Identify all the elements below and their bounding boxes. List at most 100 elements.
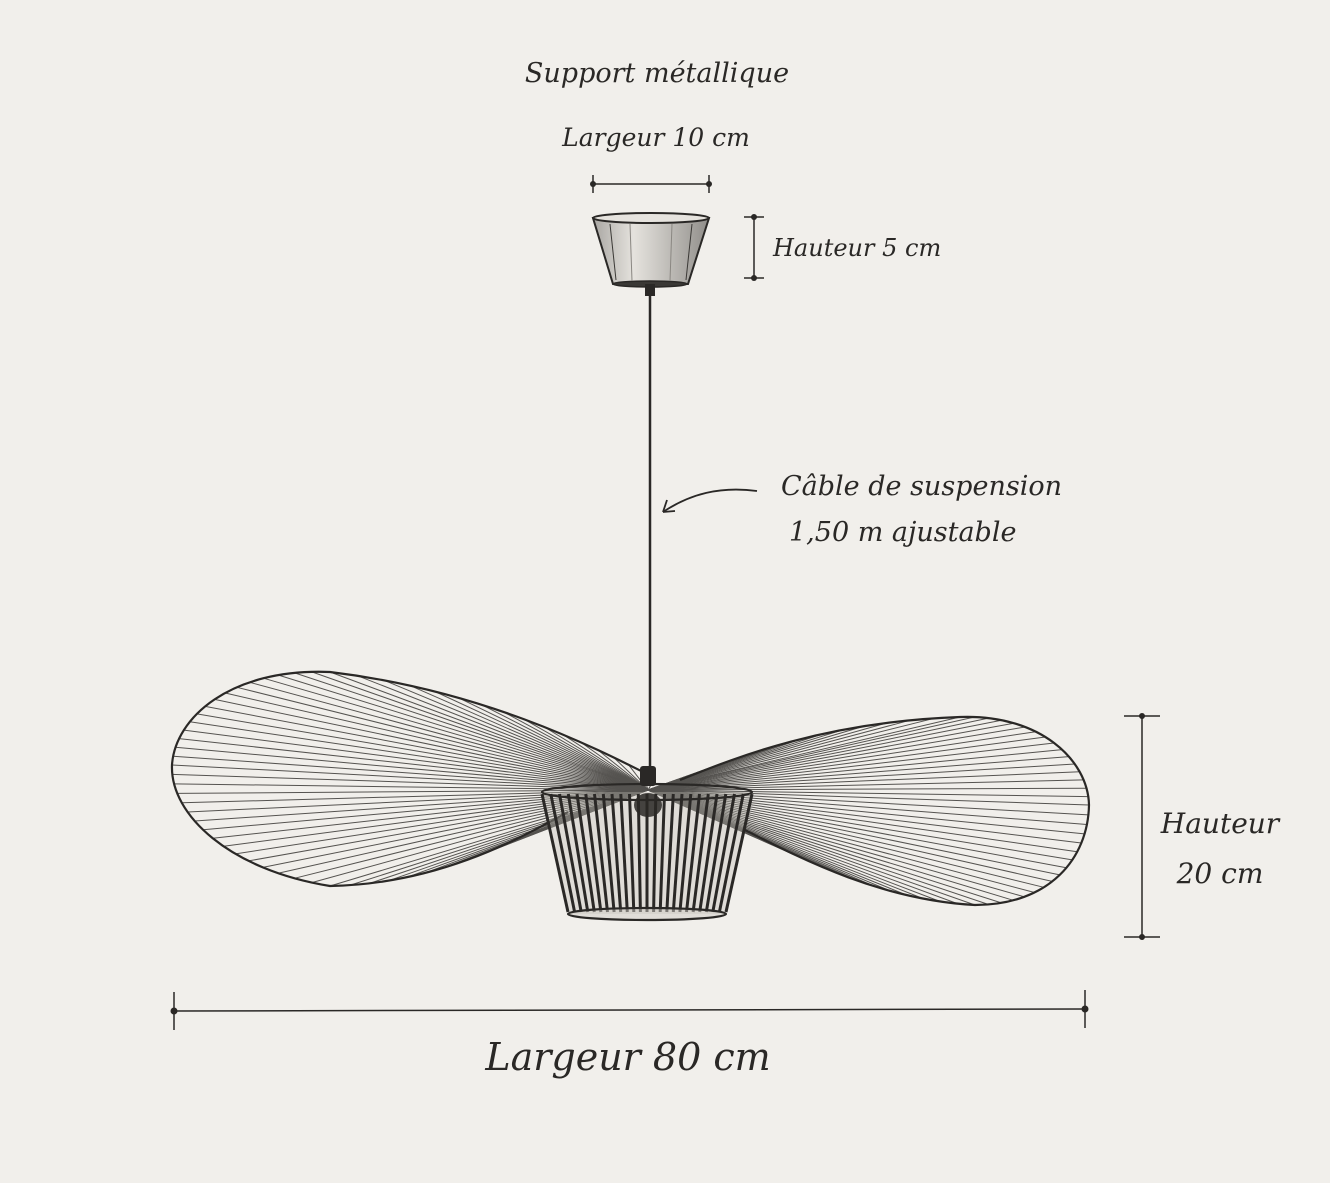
lamp-height-label-line1: Hauteur — [1160, 807, 1281, 840]
brim-wire — [647, 789, 976, 906]
brim-wire — [580, 741, 649, 791]
cable-label-line2: 1,50 m ajustable — [789, 517, 1016, 548]
brim-wire — [544, 726, 649, 791]
shade-slat — [691, 793, 710, 913]
ceiling-canopy — [591, 212, 711, 296]
support-height-label: Hauteur 5 cm — [772, 234, 941, 262]
brim-wire — [384, 679, 649, 791]
shade-slat — [619, 793, 629, 913]
brim-wire — [647, 722, 1014, 791]
brim-wire — [481, 704, 649, 791]
brim-wire — [177, 789, 649, 794]
shade-slat — [628, 793, 636, 913]
brim-outline-left — [170, 670, 656, 888]
brim-wire — [647, 789, 1089, 816]
brim-wire — [214, 698, 649, 791]
brim-wire — [503, 711, 649, 791]
brim-wire — [203, 789, 649, 831]
shade-slat — [665, 793, 675, 913]
brim-wire — [647, 789, 1035, 893]
shade-slat — [698, 793, 719, 913]
brim-wire — [294, 672, 649, 791]
brim-wire — [647, 789, 1087, 825]
lamp-width-label: Largeur 80 cm — [484, 1035, 770, 1079]
brim-wire — [225, 692, 649, 791]
brim-wire — [181, 789, 649, 804]
brim-wire — [647, 779, 1084, 791]
support-width-dimension — [590, 175, 712, 193]
brim-wire — [173, 755, 649, 791]
brim-wire — [647, 789, 1078, 853]
brim-wire — [236, 686, 649, 791]
support-name-label: Support métallique — [525, 58, 789, 89]
shade-slat — [549, 793, 577, 913]
brim-wire — [647, 722, 887, 791]
brim-wire — [183, 729, 649, 791]
brim-wire — [647, 731, 1036, 791]
brim-wire — [647, 789, 1089, 798]
brim-wire-rays — [171, 671, 1090, 906]
lamp-height-label-line2: 20 cm — [1176, 857, 1264, 890]
brim-wire — [647, 717, 989, 791]
brim-wire — [329, 671, 649, 791]
brim-wire — [278, 674, 649, 791]
brim-wire — [647, 716, 975, 791]
lamp-height-dimension — [1124, 713, 1160, 940]
brim-wire — [647, 789, 1025, 898]
center-shade — [540, 766, 754, 922]
brim-wire — [647, 749, 1063, 791]
brim-wire — [647, 789, 1014, 901]
shade-slat — [558, 793, 583, 913]
brim-wire — [647, 787, 1087, 791]
brim-wire — [248, 789, 649, 862]
brim-wire — [647, 789, 1067, 869]
support-height-dimension — [744, 214, 764, 281]
brim-wire — [647, 789, 1090, 806]
cable-callout-arrow — [662, 488, 758, 513]
brim-wire — [189, 721, 649, 791]
shade-slat — [671, 793, 684, 913]
shade-slat — [724, 793, 754, 913]
cable-label-line1: Câble de suspension — [781, 471, 1062, 502]
shade-slat — [658, 793, 666, 913]
brim-wire — [458, 697, 649, 791]
brim-wire — [175, 746, 649, 791]
brim-wire — [187, 789, 649, 813]
brim-wire — [196, 713, 649, 791]
brim-wire — [311, 789, 649, 884]
brim-wire — [524, 718, 649, 791]
brim-wire — [249, 681, 649, 791]
shade-slat — [601, 793, 616, 913]
brim-wire — [294, 789, 649, 879]
brim-wire — [357, 675, 649, 791]
brim-wire — [647, 789, 989, 905]
shade-slat — [685, 793, 701, 913]
brim-outline-right — [679, 715, 1091, 907]
brim-wire — [434, 691, 649, 791]
shade-slat — [678, 793, 693, 913]
brim-wire — [647, 742, 1055, 791]
shade-slat — [717, 793, 745, 913]
brim-wire — [647, 716, 961, 791]
brim-wire — [647, 736, 1046, 791]
brim-wire — [562, 734, 649, 791]
lamp-width-dimension — [170, 990, 1089, 1030]
brim-wire — [262, 789, 649, 868]
shade-slat — [704, 793, 728, 913]
brim-wire — [311, 671, 649, 791]
support-width-label: Largeur 10 cm — [561, 123, 750, 152]
brim-wire — [263, 677, 649, 791]
brim-wire — [647, 717, 935, 791]
shade-slat — [540, 793, 570, 913]
shade-slat — [610, 793, 623, 913]
brim-wire — [647, 719, 1002, 791]
shade-slat — [593, 793, 609, 913]
brim-wire — [647, 719, 910, 791]
brim-wire — [194, 789, 649, 822]
brim-wire — [647, 789, 958, 905]
brim-wire — [647, 789, 1073, 861]
brim-wire — [409, 685, 649, 791]
brim-wire — [179, 738, 649, 791]
shade-slat — [575, 793, 596, 913]
